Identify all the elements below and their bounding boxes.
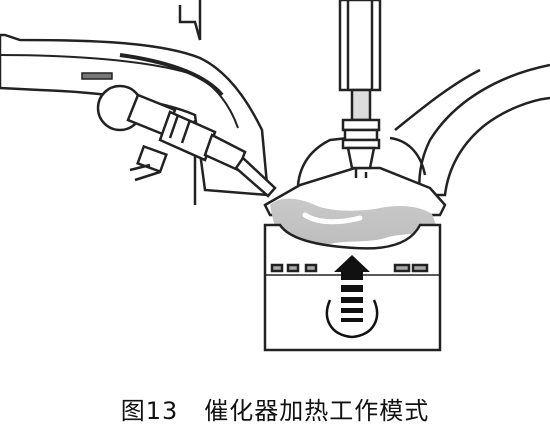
piston-motion-arrow — [325, 255, 379, 339]
fuel-injector — [96, 84, 277, 198]
figure-caption: 图13 催化器加热工作模式 — [0, 388, 550, 428]
spark-plug — [338, 0, 382, 178]
engine-cross-section-diagram — [0, 0, 550, 352]
figure-number: 图13 — [120, 396, 179, 425]
fuel-mixture-cloud — [270, 198, 438, 246]
exhaust-port — [394, 63, 550, 197]
figure-title: 催化器加热工作模式 — [204, 396, 430, 425]
